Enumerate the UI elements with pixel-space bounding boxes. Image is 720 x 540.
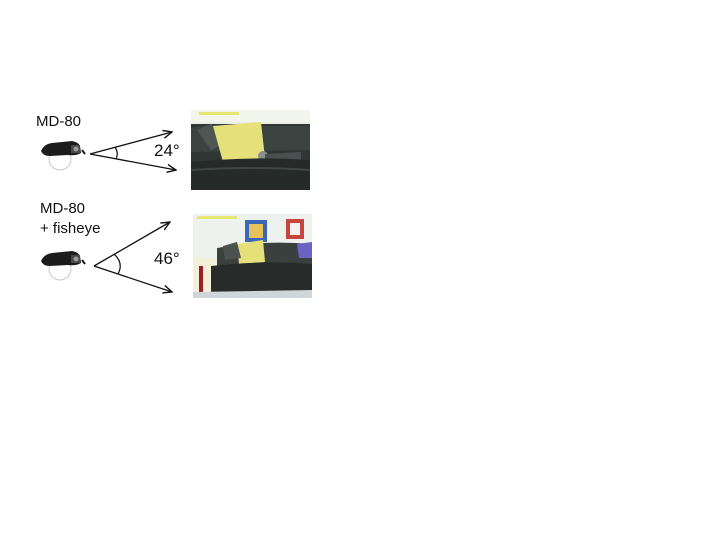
camera-label-md80: MD-80 <box>36 113 82 130</box>
camera-label-md80-fisheye: MD-80 + fisheye <box>40 199 100 239</box>
camera-icon <box>41 141 86 171</box>
camera-label-line-1: MD-80 <box>40 200 86 217</box>
fov-angle-label-46: 46° <box>154 249 180 268</box>
camera-label-line-2: + fisheye <box>40 220 101 237</box>
couch-photo-narrow <box>191 110 310 190</box>
fov-angle-label-24: 24° <box>154 141 180 160</box>
couch-photo-wide <box>193 214 312 298</box>
camera-icon <box>41 251 86 281</box>
